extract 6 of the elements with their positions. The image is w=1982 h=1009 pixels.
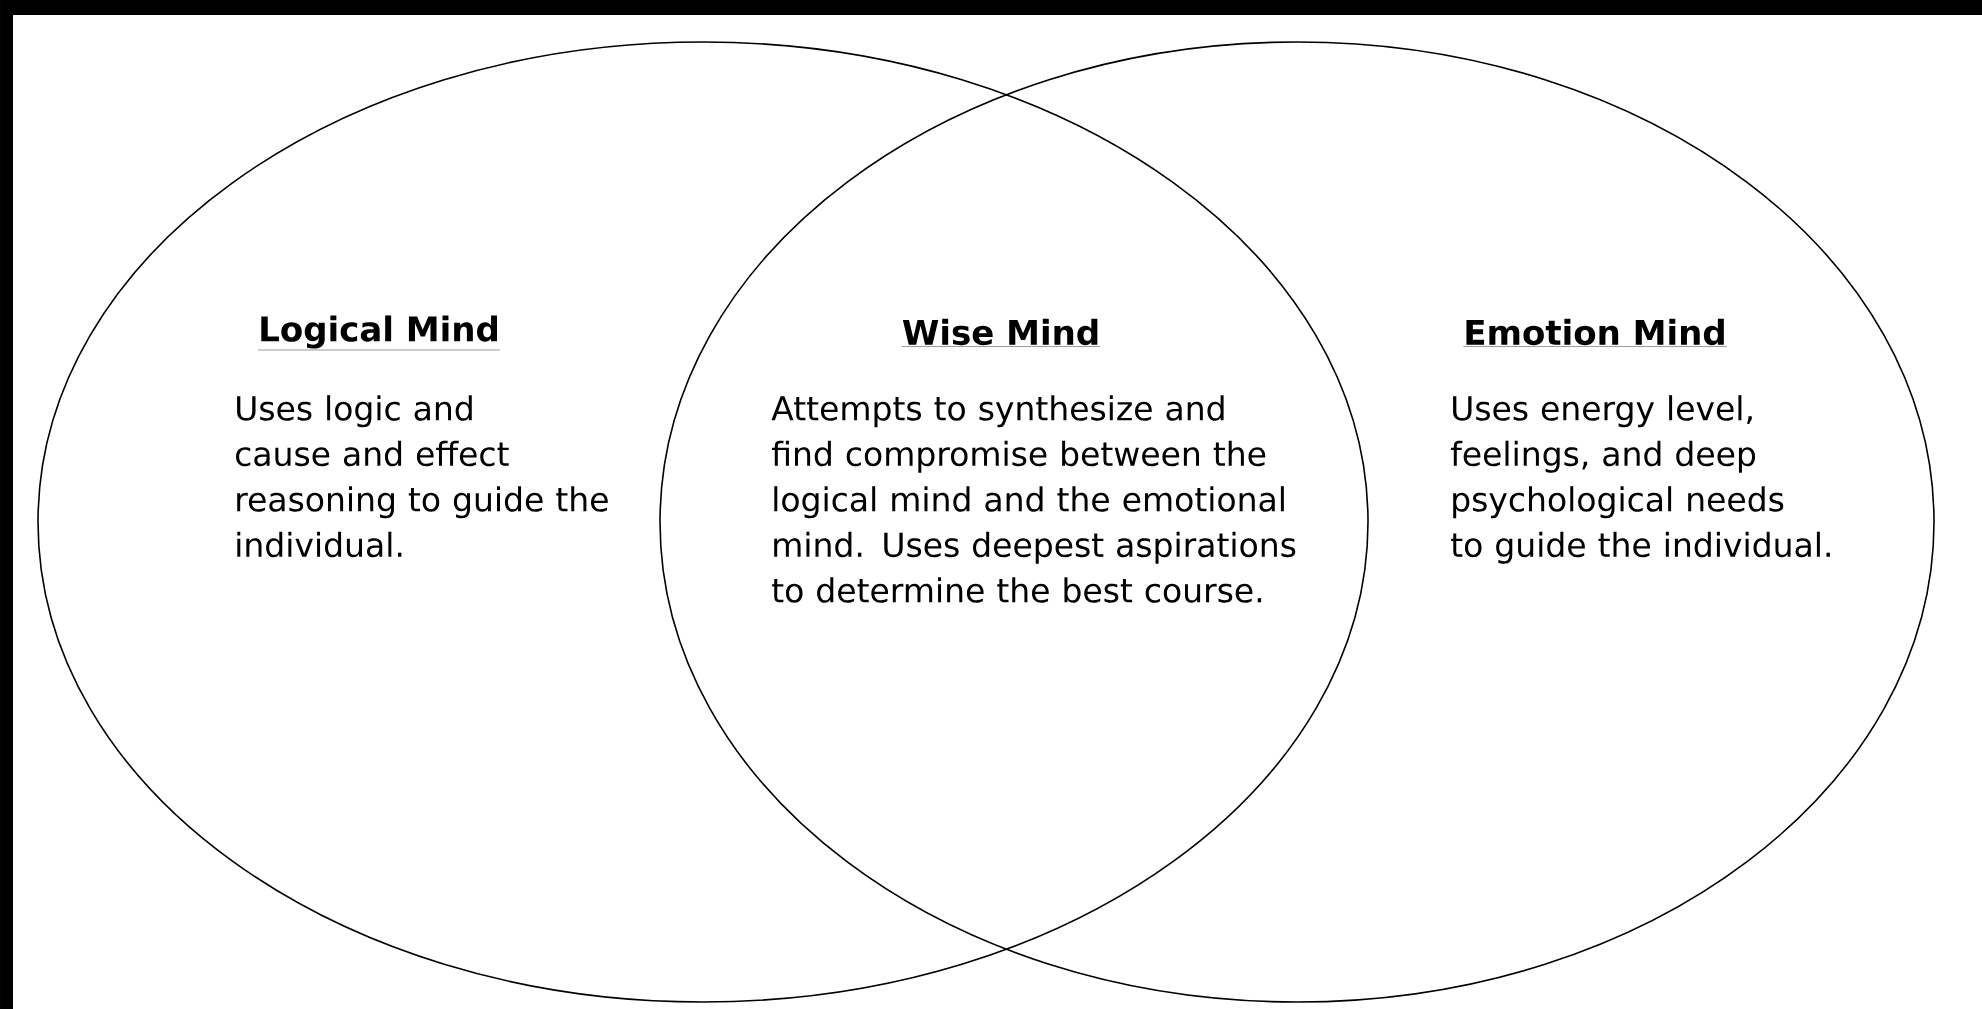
heading: Emotion Mind [1463,318,1727,347]
description: Attempts to synthesize and find compromise between the logical mind and the emotional mind. Uses deepest aspirations to determine the best course. [771,395,1296,603]
heading: Logical Mind [258,315,501,351]
description: Uses logic and cause and effect reasoning to guide the individual. [236,395,608,558]
heading: Wise Mind [901,318,1101,347]
description: Uses energy level, feelings, and deep psychological needs to guide the individual. [1450,395,1830,564]
